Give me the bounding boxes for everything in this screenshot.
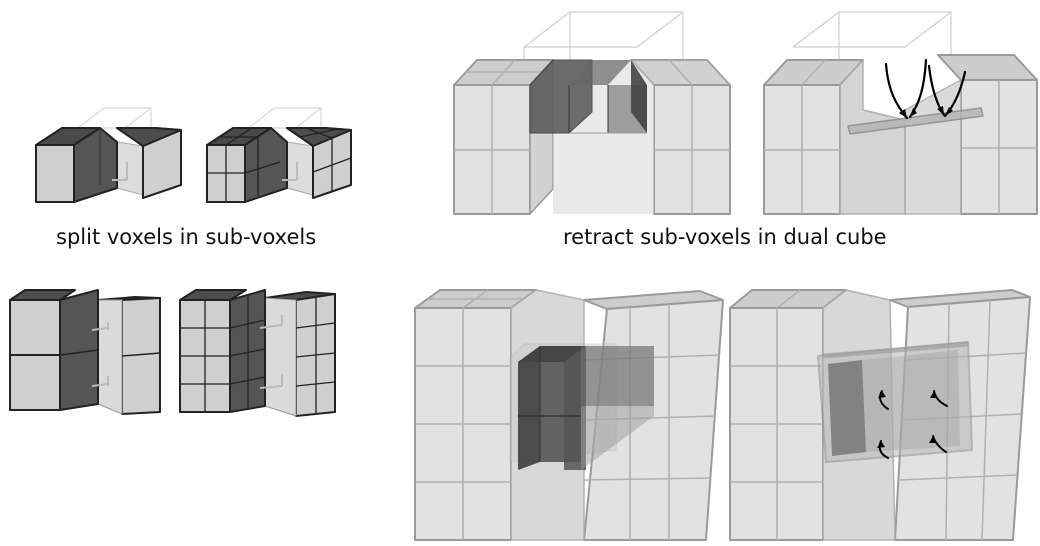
caption-split-voxels: split voxels in sub-voxels [56,225,317,249]
caption-retract-sub-voxels: retract sub-voxels in dual cube [563,225,887,249]
panel-retracted-stacked [729,289,1031,541]
panel-split-four-voxels [179,289,336,417]
panel-split-voxels [206,107,352,203]
panel-dual-cube [453,11,731,215]
panel-two-voxels [35,107,182,203]
panel-four-voxels [9,289,161,415]
panel-retracted-top [763,11,1038,215]
panel-dual-cube-stacked [414,289,724,541]
